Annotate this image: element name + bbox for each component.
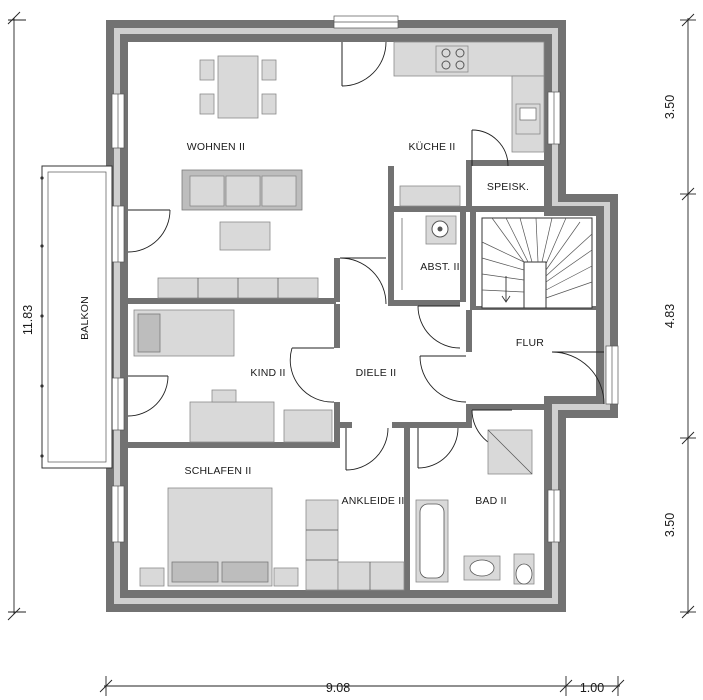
furniture-kind [133, 309, 333, 443]
room-label-diele: DIELE II [356, 367, 397, 379]
dim-bottom-extra: 1.00 [580, 681, 604, 695]
furniture-schlafen [139, 487, 299, 587]
windows [111, 15, 619, 543]
room-label-speisk: SPEISK. [487, 181, 529, 193]
dim-right-bottom: 3.50 [663, 513, 677, 537]
kind-desk [189, 401, 275, 443]
dim-right-top: 3.50 [663, 95, 677, 119]
balcony: BALKON [40, 165, 113, 469]
furniture-abst [401, 215, 457, 290]
dim-left-total: 11.83 [21, 305, 35, 335]
room-label-abst: ABST. II [420, 261, 460, 273]
room-label-balkon: BALKON [79, 296, 91, 340]
room-label-kind: KIND II [250, 367, 285, 379]
coffee-table [219, 221, 271, 251]
dimension-right: 3.50 4.83 3.50 [663, 13, 696, 619]
room-label-bad: BAD II [475, 495, 507, 507]
room-labels: WOHNEN II KÜCHE II SPEISK. ABST. II FLUR… [185, 141, 545, 507]
dining-table [217, 55, 259, 119]
room-label-wohnen: WOHNEN II [187, 141, 245, 153]
dimension-bottom: 9.08 1.00 [99, 676, 625, 696]
room-label-schlafen: SCHLAFEN II [185, 465, 252, 477]
room-label-ankleide: ANKLEIDE II [342, 495, 405, 507]
furniture-ankleide [305, 499, 405, 591]
furniture-kueche [393, 41, 545, 207]
doors [127, 41, 605, 471]
wardrobe-vertical [305, 499, 339, 591]
staircase [481, 217, 593, 309]
room-label-flur: FLUR [516, 337, 544, 349]
kitchen-counter-top [393, 41, 545, 77]
furniture-wohnen [157, 55, 319, 299]
furniture-bad [415, 429, 535, 585]
room-label-kueche: KÜCHE II [408, 141, 455, 153]
dim-bottom-main: 9.08 [326, 681, 350, 695]
dim-right-middle: 4.83 [663, 304, 677, 328]
kind-cabinet [283, 409, 333, 443]
dimension-left: 11.83 [7, 11, 35, 621]
wardrobe-horizontal [337, 561, 405, 591]
